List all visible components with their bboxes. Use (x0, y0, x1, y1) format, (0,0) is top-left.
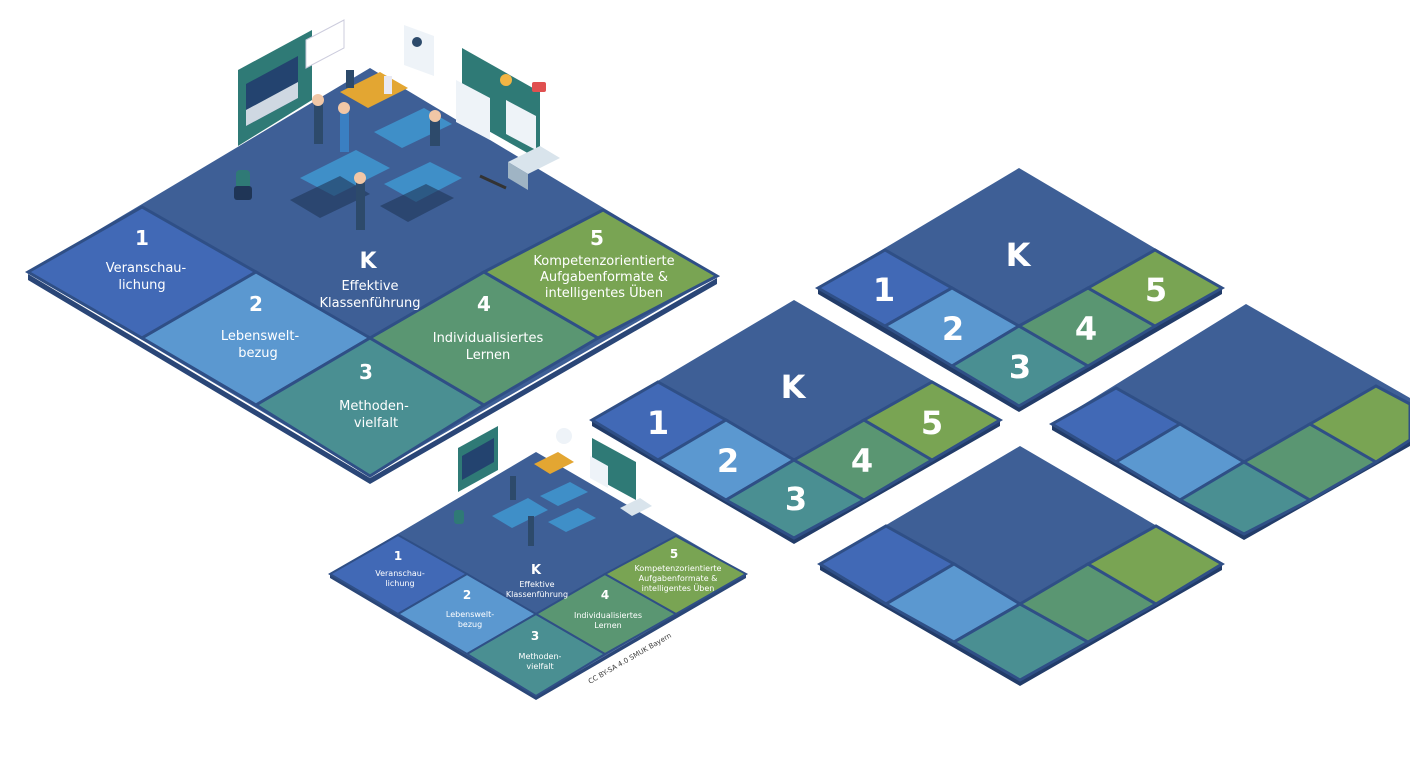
main-zone-1-label-line1: Veranschau- (106, 261, 187, 276)
small-zone-1-number: 1 (394, 549, 402, 563)
small-model: 1 Veranschau- lichung 2 Lebenswelt- bezu… (328, 414, 749, 700)
small-zone-4-number: 4 (601, 588, 609, 602)
small-zone-2-label-line2: bezug (458, 620, 482, 629)
small-zone-2-label-line1: Lebenswelt- (446, 610, 494, 619)
main-zone-4-label-line1: Individualisiertes (433, 331, 544, 346)
main-zone-5-label-line2: Aufgabenformate & (540, 270, 668, 285)
main-zone-3-number: 3 (359, 360, 373, 384)
tile-b-zone-5 (860, 380, 1004, 462)
blank-tile-d (817, 446, 1225, 686)
tile-a-zone-5 (1084, 248, 1226, 328)
blank-tile-c (1049, 304, 1410, 540)
small-zone-3-label-line1: Methoden- (519, 652, 562, 661)
small-zone-5 (602, 534, 749, 616)
main-zone-k-label-line1: Effektive (341, 279, 398, 294)
tile-b-number-3: 3 (785, 480, 807, 518)
tile-a-number-1: 1 (873, 271, 895, 309)
tile-a-k-letter: K (1006, 236, 1032, 274)
small-zone-3-number: 3 (531, 629, 539, 643)
tile-b-number-1: 1 (647, 404, 669, 442)
main-zone-1-number: 1 (135, 226, 149, 250)
tile-b-number-2: 2 (717, 442, 739, 480)
small-classroom-illustration (454, 414, 652, 546)
main-zone-5-number: 5 (590, 226, 604, 250)
classroom-illustration (234, 19, 560, 230)
small-zone-4-label-line1: Individualisiertes (574, 611, 642, 620)
main-zone-1-label-line2: lichung (118, 278, 165, 293)
main-zone-2-label-line2: bezug (238, 346, 278, 361)
tile-a-number-3: 3 (1009, 348, 1031, 386)
small-zone-1-label-line2: lichung (385, 579, 414, 588)
tile-a-number-4: 4 (1075, 310, 1097, 348)
tile-c-zone-5 (1306, 384, 1410, 464)
small-zone-5-label-line1: Kompetenzorientierte (635, 564, 722, 573)
main-zone-3-label-line1: Methoden- (339, 399, 409, 414)
tile-d-zone-5 (1084, 524, 1225, 606)
small-zone-k-label-line1: Effektive (519, 580, 554, 589)
main-zone-2-label-line1: Lebenswelt- (221, 329, 300, 344)
small-zone-5-label-line3: intelligentes Üben (642, 583, 715, 593)
small-zone-k-letter: K (531, 563, 542, 578)
main-zone-k (28, 68, 717, 476)
main-zone-3-label-line2: vielfalt (354, 416, 398, 431)
small-zone-k-label-line2: Klassenführung (506, 590, 568, 599)
main-zone-k-label-line2: Klassenführung (319, 296, 420, 311)
main-zone-5 (480, 208, 721, 340)
numbered-tile-a: K 1 2 3 4 5 (814, 168, 1226, 412)
main-model: 1 Veranschau- lichung 2 Lebenswelt- bezu… (24, 19, 721, 484)
main-zone-k-letter: K (359, 249, 377, 274)
main-zone-4-number: 4 (477, 292, 491, 316)
numbered-tile-b: K 1 2 3 4 5 (589, 300, 1004, 544)
main-zone-4-label-line2: Lernen (466, 348, 511, 363)
small-zone-3-label-line2: vielfalt (526, 662, 553, 671)
small-zone-5-number: 5 (670, 547, 678, 561)
main-zone-2-number: 2 (249, 292, 263, 316)
tile-b-number-4: 4 (851, 442, 873, 480)
tile-b-k-letter: K (781, 368, 807, 406)
small-zone-2-number: 2 (463, 588, 471, 602)
main-zone-5-label-line3: intelligentes Üben (545, 284, 663, 301)
small-zone-1-label-line1: Veranschau- (375, 569, 425, 578)
tile-a-number-5: 5 (1145, 271, 1167, 309)
tile-a-number-2: 2 (942, 310, 964, 348)
small-zone-4-label-line2: Lernen (594, 621, 621, 630)
small-zone-5-label-line2: Aufgabenformate & (639, 574, 718, 583)
tile-b-number-5: 5 (921, 404, 943, 442)
main-zone-5-label-line1: Kompetenzorientierte (533, 254, 674, 269)
